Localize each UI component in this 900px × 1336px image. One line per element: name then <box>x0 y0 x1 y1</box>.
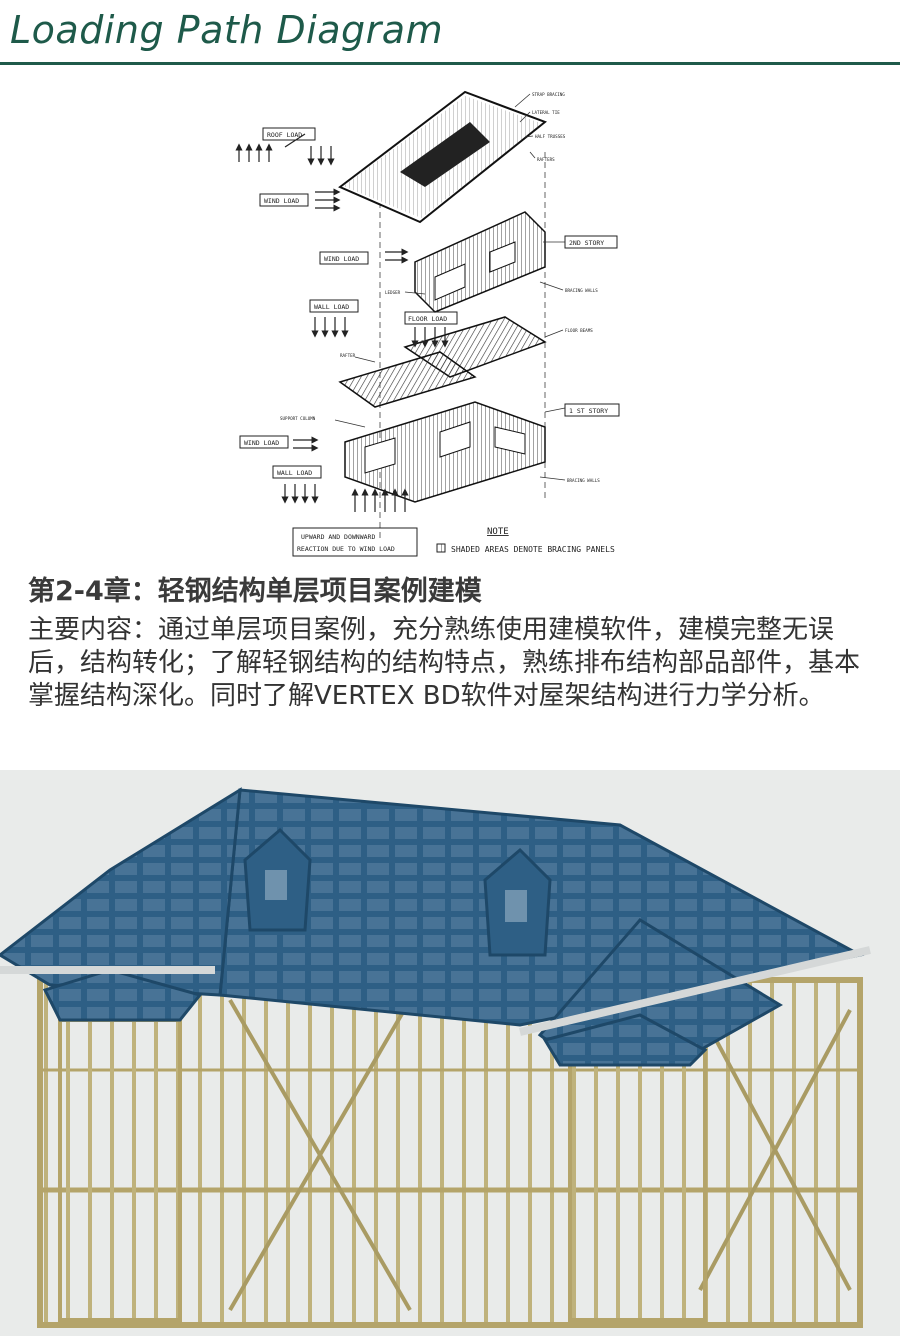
label-wall-load-1st: WALL LOAD <box>277 469 312 477</box>
header-divider <box>0 62 900 65</box>
page-title: Loading Path Diagram <box>10 8 444 52</box>
label-rafter: RAFTER <box>340 353 356 358</box>
page-header: Loading Path Diagram <box>0 0 900 66</box>
label-uplift-line2: REACTION DUE TO WIND LOAD <box>297 545 395 553</box>
label-floor-beams: FLOOR BEAMS <box>565 328 593 333</box>
steel-frame-render <box>0 770 900 1336</box>
load-arrows <box>235 133 449 512</box>
label-ledger: LEDGER <box>385 290 401 295</box>
label-bracing-walls-2nd: BRACING WALLS <box>565 288 598 293</box>
label-lateral-tie: LATERAL TIE <box>532 110 560 115</box>
label-half-trusses: HALF TRUSSES <box>535 134 566 139</box>
first-story-rafters <box>338 351 477 408</box>
label-wind-load-2nd: WIND LOAD <box>324 255 359 263</box>
label-floor-load: FLOOR LOAD <box>408 315 447 323</box>
label-wind-load-1st: WIND LOAD <box>244 439 279 447</box>
label-strap-bracing: STRAP BRACING <box>532 92 565 97</box>
label-note-text: SHADED AREAS DENOTE BRACING PANELS <box>451 545 615 554</box>
label-support-column: SUPPORT COLUMN <box>280 416 316 421</box>
roof-framing <box>0 787 871 1067</box>
second-story-walls <box>414 211 546 313</box>
leader-lines <box>334 93 566 481</box>
chapter-title: 第2-4章：轻钢结构单层项目案例建模 <box>28 576 482 607</box>
label-wind-load-roof: WIND LOAD <box>264 197 299 205</box>
loading-path-diagram: ROOF LOAD WIND LOAD WIND LOAD WALL LOAD … <box>235 90 620 557</box>
label-note: NOTE <box>487 527 509 537</box>
label-first-story: 1 ST STORY <box>569 407 608 415</box>
label-rafters: RAFTERS <box>537 157 555 162</box>
wall-framing <box>37 977 863 1328</box>
chapter-section: 第2-4章：轻钢结构单层项目案例建模 主要内容：通过单层项目案例，充分熟练使用建… <box>28 574 878 713</box>
label-second-story: 2ND STORY <box>569 239 604 247</box>
boxed-labels <box>239 127 620 557</box>
first-story-walls <box>344 401 546 503</box>
roof-panel <box>338 90 547 224</box>
label-wall-load-2nd: WALL LOAD <box>314 303 349 311</box>
label-bracing-walls-1st: BRACING WALLS <box>567 478 600 483</box>
label-roof-load: ROOF LOAD <box>267 131 302 139</box>
chapter-description: 主要内容：通过单层项目案例，充分熟练使用建模软件，建模完整无误后，结构转化；了解… <box>28 615 861 711</box>
label-uplift-line1: UPWARD AND DOWNWARD <box>301 533 375 541</box>
